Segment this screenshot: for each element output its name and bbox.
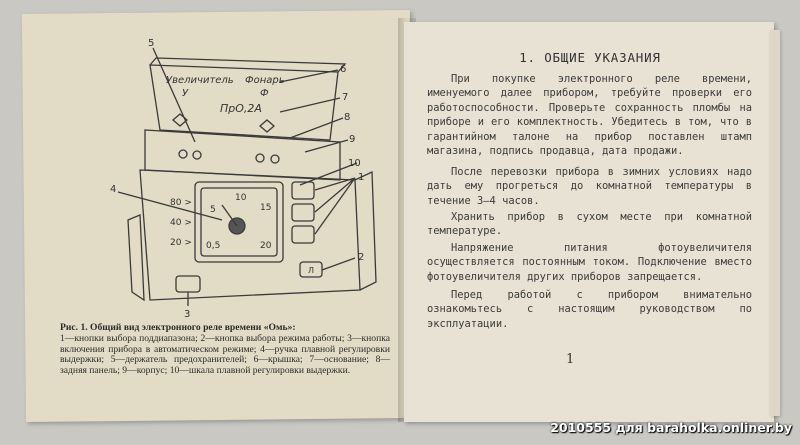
page-edge — [770, 30, 780, 416]
callout-3: 3 — [184, 309, 190, 320]
caption-lead: Рис. 1. Общий вид электронного реле врем… — [60, 322, 296, 333]
lid-label-lamp: Фонарь — [245, 75, 285, 86]
dial-number-20: 20 — [260, 241, 272, 251]
watermark: 2010555 для baraholka.onliner.by — [550, 420, 792, 435]
scale-label-40: 40 > — [170, 218, 192, 228]
lid-label-amplifier: Увеличитель — [166, 75, 234, 86]
lid-label-lamp-letter: Ф — [260, 88, 269, 99]
paragraph-purchase: При покупке электронного реле времени, и… — [427, 73, 752, 158]
subrange-button — [291, 225, 315, 244]
callout-9: 9 — [349, 134, 355, 145]
device-lid — [149, 64, 339, 141]
foot-letter: Л — [308, 266, 314, 275]
device-base — [144, 129, 341, 181]
subrange-button — [291, 181, 315, 200]
callout-5: 5 — [148, 38, 154, 49]
callout-10: 10 — [348, 158, 361, 169]
dial-number-05: 0,5 — [206, 241, 220, 251]
caption-body: 1—кнопки выбора поддиапазона; 2—кнопка в… — [60, 332, 390, 377]
device-body — [139, 169, 361, 301]
lid-label-amplifier-letter: У — [182, 88, 189, 99]
paragraph-transport: После перевозки прибора в зимних условия… — [427, 166, 752, 207]
dial-number-10: 10 — [235, 193, 247, 203]
figure-caption: Рис. 1. Общий вид электронного реле врем… — [60, 322, 390, 377]
callout-4: 4 — [110, 184, 116, 195]
right-page — [404, 22, 774, 422]
subrange-button — [291, 203, 315, 222]
auto-mode-button — [175, 275, 201, 293]
callout-2: 2 — [358, 252, 364, 263]
callout-7: 7 — [342, 92, 348, 103]
paragraph-storage: Хранить прибор в сухом месте при комнатн… — [427, 211, 752, 238]
paragraph-power: Напряжение питания фотоувеличителя осуще… — [427, 242, 752, 283]
timer-relay-illustration: 5 6 7 8 9 10 4 1 2 3 Увеличитель У Фонар… — [110, 38, 377, 320]
paragraph-manual: Перед работой с прибором внимательно озн… — [427, 289, 752, 330]
scale-label-80: 80 > — [170, 198, 192, 208]
dial-number-5: 5 — [210, 205, 216, 215]
callout-8: 8 — [344, 112, 350, 123]
dial-scale — [194, 181, 284, 263]
dial-number-15: 15 — [260, 203, 271, 213]
scale-label-20: 20 > — [170, 238, 192, 248]
section-title: 1. ОБЩИЕ УКАЗАНИЯ — [519, 50, 661, 65]
page-number: 1 — [566, 352, 575, 367]
callout-6: 6 — [340, 64, 346, 75]
callout-1: 1 — [358, 172, 364, 183]
lid-label-fuse: ПрО,2А — [220, 102, 262, 115]
